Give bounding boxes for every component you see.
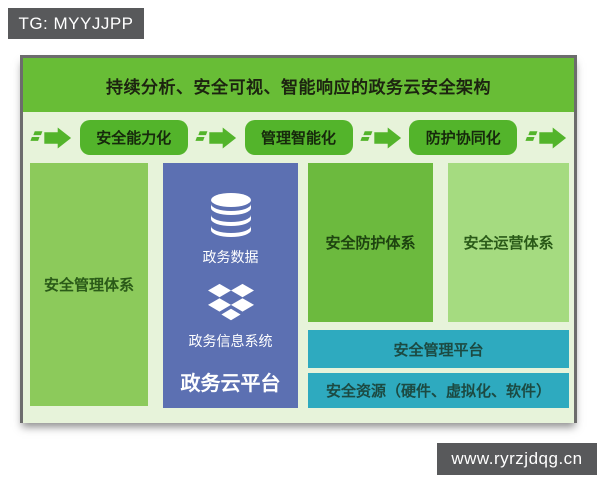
flow-arrow-icon — [525, 126, 566, 149]
watermark-top-left: TG: MYYJJPP — [8, 8, 144, 39]
government-data-label: 政务数据 — [202, 249, 259, 265]
flow-row: 安全能力化 管理智能化 防护协同化 — [23, 112, 574, 163]
flow-step-intelligent: 管理智能化 — [244, 120, 353, 155]
block-security-management-system: 安全管理体系 — [30, 163, 148, 406]
block-security-operation-system: 安全运营体系 — [448, 163, 569, 322]
watermark-bottom-right-text: www.ryrzjdqg.cn — [451, 449, 583, 468]
flow-step-capability-label: 安全能力化 — [96, 130, 172, 147]
block-government-cloud-platform: 政务数据 政务信息系统 政务云平台 — [163, 163, 298, 408]
government-info-system-label: 政务信息系统 — [188, 333, 273, 349]
block-security-protection-system-label: 安全防护体系 — [325, 235, 416, 252]
bar-security-management-platform: 安全管理平台 — [308, 330, 569, 368]
diagram-inner: 持续分析、安全可视、智能响应的政务云安全架构 安全能力化 管理智能化 — [23, 58, 574, 423]
bar-security-resources-label: 安全资源（硬件、虚拟化、软件） — [325, 383, 551, 400]
flow-arrow-icon — [360, 126, 401, 149]
block-security-management-system-label: 安全管理体系 — [43, 277, 134, 294]
flow-step-collaborative: 防护协同化 — [409, 120, 518, 155]
watermark-bottom-right: www.ryrzjdqg.cn — [437, 443, 597, 475]
government-cloud-platform-label: 政务云平台 — [180, 373, 281, 395]
diagram-title-band: 持续分析、安全可视、智能响应的政务云安全架构 — [23, 58, 574, 112]
architecture-diagram: 持续分析、安全可视、智能响应的政务云安全架构 安全能力化 管理智能化 — [20, 55, 577, 423]
flow-arrow-icon — [195, 126, 237, 149]
flow-step-capability: 安全能力化 — [79, 120, 188, 155]
block-security-protection-system: 安全防护体系 — [308, 163, 433, 322]
block-security-operation-system-label: 安全运营体系 — [463, 235, 554, 252]
flow-arrow-icon — [30, 126, 72, 149]
bar-security-management-platform-label: 安全管理平台 — [393, 341, 484, 359]
watermark-top-left-text: TG: MYYJJPP — [18, 13, 134, 33]
bar-security-resources: 安全资源（硬件、虚拟化、软件） — [308, 373, 569, 408]
flow-step-intelligent-label: 管理智能化 — [260, 130, 336, 147]
flow-step-collaborative-label: 防护协同化 — [425, 130, 501, 147]
database-icon — [210, 193, 251, 237]
diagram-title: 持续分析、安全可视、智能响应的政务云安全架构 — [106, 77, 491, 97]
dropbox-icon — [207, 283, 254, 321]
